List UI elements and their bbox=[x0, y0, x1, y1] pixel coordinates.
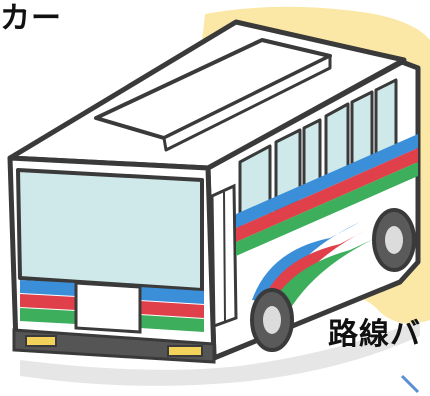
side-stripe-blue bbox=[236, 134, 418, 228]
wheel-front-hub bbox=[263, 306, 281, 334]
headlight-left bbox=[25, 335, 57, 347]
license-plate bbox=[74, 281, 142, 334]
wheels bbox=[250, 208, 416, 352]
bus-shadow bbox=[20, 320, 420, 386]
front-stripe-green-right bbox=[140, 315, 204, 332]
front-stripe-blue-left bbox=[20, 280, 76, 296]
side-stripe-green bbox=[236, 162, 418, 256]
side-stripe-red bbox=[236, 148, 418, 242]
accent-stroke bbox=[400, 374, 420, 394]
side-window-6 bbox=[374, 78, 398, 158]
side-door-split bbox=[223, 191, 226, 323]
roof-hatch-side bbox=[162, 54, 332, 152]
front-stripe-blue-right bbox=[140, 287, 204, 304]
bottom-caption-fragment: 路線バ bbox=[328, 317, 421, 352]
front-stripe-red-left bbox=[20, 294, 76, 310]
front-stripe-green-left bbox=[20, 308, 76, 324]
side-swoosh-green bbox=[272, 236, 380, 306]
headlight-right bbox=[167, 345, 203, 357]
front-bumper bbox=[12, 328, 216, 364]
top-caption-fragment: カー bbox=[0, 1, 62, 36]
front-stripe-red-right bbox=[140, 301, 204, 318]
bus-windshield bbox=[16, 168, 204, 292]
wheel-rear-hub bbox=[385, 226, 403, 254]
